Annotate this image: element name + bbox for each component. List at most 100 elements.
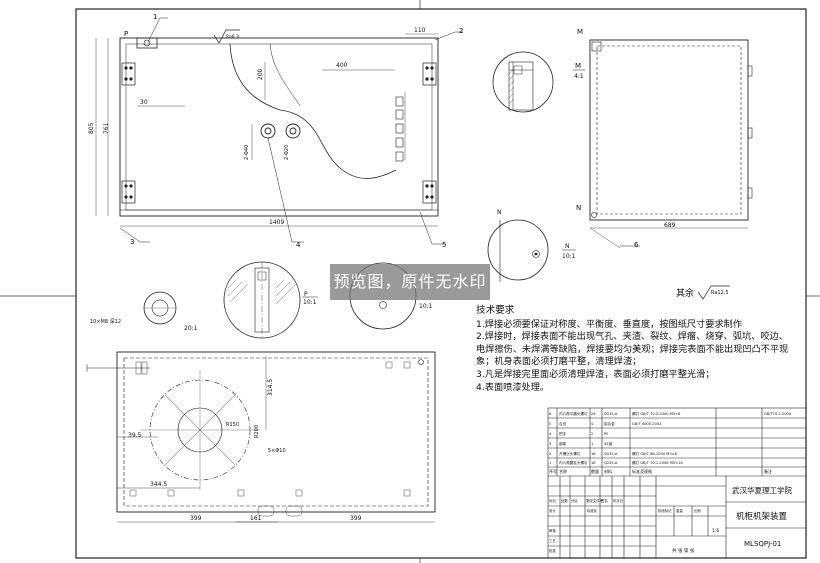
plan-view (116, 351, 436, 523)
balloon-4: 4 (296, 241, 301, 249)
bom-cell: 螺钉 GB/T 68-2000 M3×8 (632, 451, 678, 456)
plan-161: 161 (250, 515, 262, 522)
bom-cell: 4 (591, 422, 594, 426)
bom-cell: 把手 (559, 431, 567, 436)
scale-value: 1:6 (712, 528, 719, 534)
bom-header-cell: 名称 (559, 468, 567, 474)
front-view (95, 33, 439, 227)
bom-header-cell: 数量 (591, 468, 599, 474)
height-inner: 761 (103, 122, 110, 134)
sheet-count: 共 张 第 张 (672, 547, 695, 554)
detail-n-letter: N (565, 243, 570, 250)
bom-cell: PE (604, 432, 609, 436)
balloon-leaders (119, 17, 640, 247)
title-block-label: 分区 (571, 498, 578, 503)
balloon-1: 1 (153, 13, 157, 21)
title-block (547, 407, 807, 559)
balloon-6: 6 (634, 241, 639, 249)
bom-cell: 6 (549, 412, 552, 416)
bom-cell: Q235-A (604, 452, 618, 456)
plan-39: 39.5 (128, 432, 142, 439)
top-gap-200: 200 (257, 68, 264, 80)
thread-spec: 10×M8 深12 (90, 318, 121, 325)
roughness-value: Ra6.3 (226, 34, 239, 40)
balloon-5: 5 (442, 241, 446, 249)
bom-cell: GB/T 4000-2003 (632, 422, 661, 426)
bom-cell: 3 (549, 442, 551, 446)
title-block-label: 工艺 (549, 538, 556, 543)
bom-cell: 钢架 (559, 441, 567, 446)
title-block-label: 年月日 (613, 498, 623, 503)
detail-n-mark: N (497, 209, 502, 216)
plan-r200: R200 (254, 425, 260, 438)
school-name: 武汉华夏理工学院 (732, 485, 792, 495)
requirement-1: 1.焊接必须要保证对称度、平衡度、垂直度，按图纸尺寸要求制作 (476, 318, 743, 330)
remaining-roughness-symbol (697, 285, 730, 300)
requirement-2: 2.焊接时，焊接表面不能出现气孔、夹渣、裂纹、焊瘤、烧穿、弧坑、咬边、电焊擦伤、… (476, 331, 789, 368)
watermark: 预览图，原件无水印 (330, 264, 490, 300)
span-400: 400 (336, 62, 348, 69)
bom-cell: 1 (549, 461, 551, 465)
title-block-label: 阶段标记 (658, 508, 672, 513)
detail-n (487, 219, 549, 282)
balloon-2: 2 (459, 27, 463, 35)
hole-dia-40: 2-Φ40 (244, 145, 250, 160)
remaining-ra: Ra12.5 (711, 290, 729, 296)
plan-314: 314.5 (267, 379, 274, 396)
bom-cell: GB/T70.2-2000 (764, 412, 792, 416)
bom-cell: 内六角平圆头螺钉 (559, 411, 588, 416)
detail-extra-scale: 10:1 (419, 303, 433, 310)
bom-cell: 5 (549, 422, 551, 426)
bom-cell: 螺钉 GB/T 70.2-2000 M5×8 (632, 411, 681, 416)
width-overall: 1409 (269, 219, 284, 226)
bom-cell: 内六角圆柱头螺钉 (559, 460, 588, 465)
bom-cell: 4 (549, 432, 552, 436)
bom-cell: 16 (591, 461, 596, 465)
detail-m-letter: M (575, 62, 581, 70)
thread-detail (143, 291, 177, 325)
title-block-label: 标准化 (587, 508, 598, 513)
title-block-labels: 标记处数分区更改文件号签名年月日设计标准化审核工艺批准阶段标记重量比例 (549, 498, 701, 553)
bom-cell: Q235-A (604, 412, 618, 416)
hole-dia-20: 2-Φ20 (284, 145, 290, 160)
requirement-4: 4.表面喷漆处理。 (476, 381, 550, 393)
bom-header-cell: 标准及规格 (632, 468, 652, 474)
title-block-label: 审核 (549, 528, 556, 533)
bom-cell: 合页 (559, 421, 567, 426)
detail-p-scale: 10:1 (303, 299, 317, 306)
drawing-number: MLSQPJ-01 (744, 540, 781, 548)
title-block-label: 比例 (694, 508, 701, 513)
roughness-symbol (213, 29, 240, 44)
bom-cell: 2 (591, 432, 593, 436)
bom-cell: 1 (591, 442, 593, 446)
title-block-label: 批准 (549, 548, 556, 553)
bom-cell: 24 (591, 412, 596, 416)
bom-header-cell: 序号 (549, 468, 557, 474)
title-block-label: 更改文件号 (586, 498, 604, 503)
balloon-3: 3 (130, 238, 134, 246)
bom-cell: 16 (591, 452, 596, 456)
bom-cell: 2 (549, 452, 551, 456)
section-m-mark: M (577, 28, 583, 36)
side-width-689: 689 (664, 222, 676, 229)
bom-cell: Q235-A (604, 461, 618, 465)
plan-399-right: 399 (350, 515, 362, 522)
drawing-name: 机柜机架装置 (736, 511, 788, 522)
remaining-roughness-label: 其余 (676, 289, 695, 299)
title-block-label: 设计 (549, 508, 556, 513)
requirement-3: 3.凡是焊接完里面必须清理焊渣，表面必须打磨平整光滑； (476, 368, 715, 380)
detail-p (223, 261, 301, 339)
left-offset-30: 30 (140, 99, 148, 106)
plan-344: 344.5 (150, 481, 167, 488)
top-right-110: 110 (414, 27, 426, 34)
title-block-label: 处数 (561, 498, 568, 503)
detail-p-letter: P (304, 291, 308, 298)
bom-cell: 开槽沉头螺钉 (559, 451, 581, 456)
height-overall: 805 (88, 122, 95, 134)
title-block-label: 签名 (601, 498, 608, 503)
section-n-mark: N (576, 204, 581, 212)
detail-m (492, 51, 554, 113)
plan-r150: R150 (226, 422, 239, 428)
detail-n-scale: 10:1 (562, 253, 576, 260)
